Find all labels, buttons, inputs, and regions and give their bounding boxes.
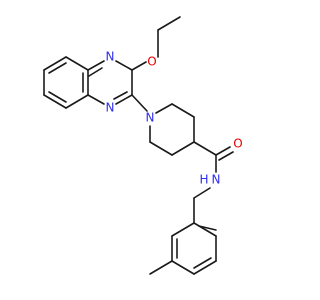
bond <box>65 94 89 109</box>
bond <box>193 141 217 156</box>
bond <box>87 94 105 105</box>
bond <box>131 61 147 71</box>
bond <box>113 91 128 100</box>
bond <box>171 103 195 118</box>
bond <box>48 62 67 74</box>
molecule-canvas: N N O N O N H <box>43 16 243 275</box>
bond <box>115 94 133 105</box>
bond <box>155 103 173 114</box>
bond <box>193 260 217 275</box>
bond <box>88 67 103 77</box>
atom-labels: N N O N O N H <box>106 50 243 187</box>
atom-label-nitrogen: N <box>106 50 115 64</box>
bond <box>131 94 148 112</box>
bonds <box>43 16 234 275</box>
bond <box>87 60 105 71</box>
bond <box>43 94 67 109</box>
atom-label-nitrogen: N <box>212 173 221 187</box>
bond <box>171 260 195 275</box>
bond <box>218 151 234 161</box>
bond <box>115 60 133 71</box>
atom-label-nitrogen: N <box>106 101 115 115</box>
bond <box>171 222 195 237</box>
bond <box>215 146 231 156</box>
bond <box>171 141 195 156</box>
bond <box>149 260 173 275</box>
bond <box>65 56 89 71</box>
bond <box>157 16 181 31</box>
bond <box>48 91 67 103</box>
bond <box>43 56 67 71</box>
bond <box>198 225 217 231</box>
atom-label-hydrogen: H <box>199 173 208 187</box>
bond <box>193 187 211 199</box>
structure-diagram: N N O N O N H <box>43 16 243 275</box>
atom-label-oxygen: O <box>233 137 242 151</box>
bond <box>193 222 217 237</box>
bond <box>149 141 173 156</box>
atom-label-oxygen: O <box>147 55 156 69</box>
atom-label-nitrogen: N <box>146 111 155 125</box>
bond <box>193 257 212 269</box>
